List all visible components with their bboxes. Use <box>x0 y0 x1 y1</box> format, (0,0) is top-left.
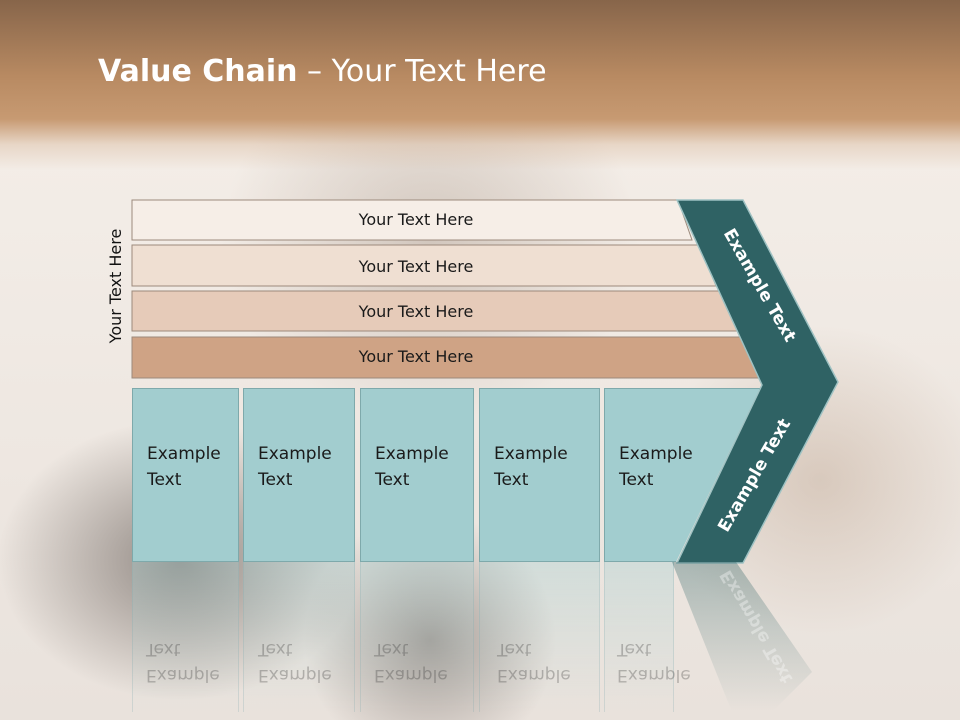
reflection-text: Example Text <box>258 636 332 688</box>
row-3-label: Your Text Here <box>358 302 474 321</box>
reflection-text-line: Text <box>146 639 181 659</box>
column-2-line1: Example <box>258 444 332 464</box>
reflection-text: Example Text <box>497 636 571 688</box>
reflection-cell <box>360 562 474 712</box>
column-5-line2: Text <box>619 470 654 490</box>
column-4-box: Example Text <box>479 388 600 562</box>
diagram-reflection: Example Text Example Text Example Text E… <box>0 562 960 720</box>
reflection-text-line: Example <box>146 665 220 685</box>
title-rest: – Your Text Here <box>297 54 547 89</box>
reflection-text-line: Text <box>374 639 409 659</box>
reflection-text-line: Example <box>497 665 571 685</box>
column-3-line2: Text <box>375 470 410 490</box>
reflection-text-line: Example <box>617 665 691 685</box>
column-3-box: Example Text <box>360 388 474 562</box>
reflection-cell <box>604 562 674 712</box>
row-1-box <box>131 199 693 241</box>
column-1-line2: Text <box>147 470 182 490</box>
row-1-label: Your Text Here <box>358 210 474 229</box>
column-1-box: Example Text <box>132 388 239 562</box>
header-band <box>0 0 960 170</box>
margin-chevron <box>675 199 839 564</box>
reflection-cell <box>243 562 355 712</box>
column-2-box: Example Text <box>243 388 355 562</box>
page-title: Value Chain – Your Text Here <box>98 54 547 89</box>
column-1-line1: Example <box>147 444 221 464</box>
reflection-text-line: Text <box>258 639 293 659</box>
column-3-line1: Example <box>375 444 449 464</box>
reflection-text: Example Text <box>374 636 448 688</box>
row-4-label: Your Text Here <box>358 347 474 366</box>
column-5-line1: Example <box>619 444 693 464</box>
column-4-line2: Text <box>494 470 529 490</box>
reflection-text-line: Text <box>497 639 532 659</box>
reflection-text-line: Text <box>617 639 652 659</box>
reflection-text-line: Example <box>258 665 332 685</box>
column-4-line1: Example <box>494 444 568 464</box>
reflection-cell <box>132 562 239 712</box>
reflection-text: Example Text <box>617 636 691 688</box>
column-2-line2: Text <box>258 470 293 490</box>
reflection-text-line: Example <box>374 665 448 685</box>
reflection-cell <box>479 562 600 712</box>
reflection-text: Example Text <box>146 636 220 688</box>
row-2-label: Your Text Here <box>358 257 474 276</box>
title-bold: Value Chain <box>98 54 298 89</box>
